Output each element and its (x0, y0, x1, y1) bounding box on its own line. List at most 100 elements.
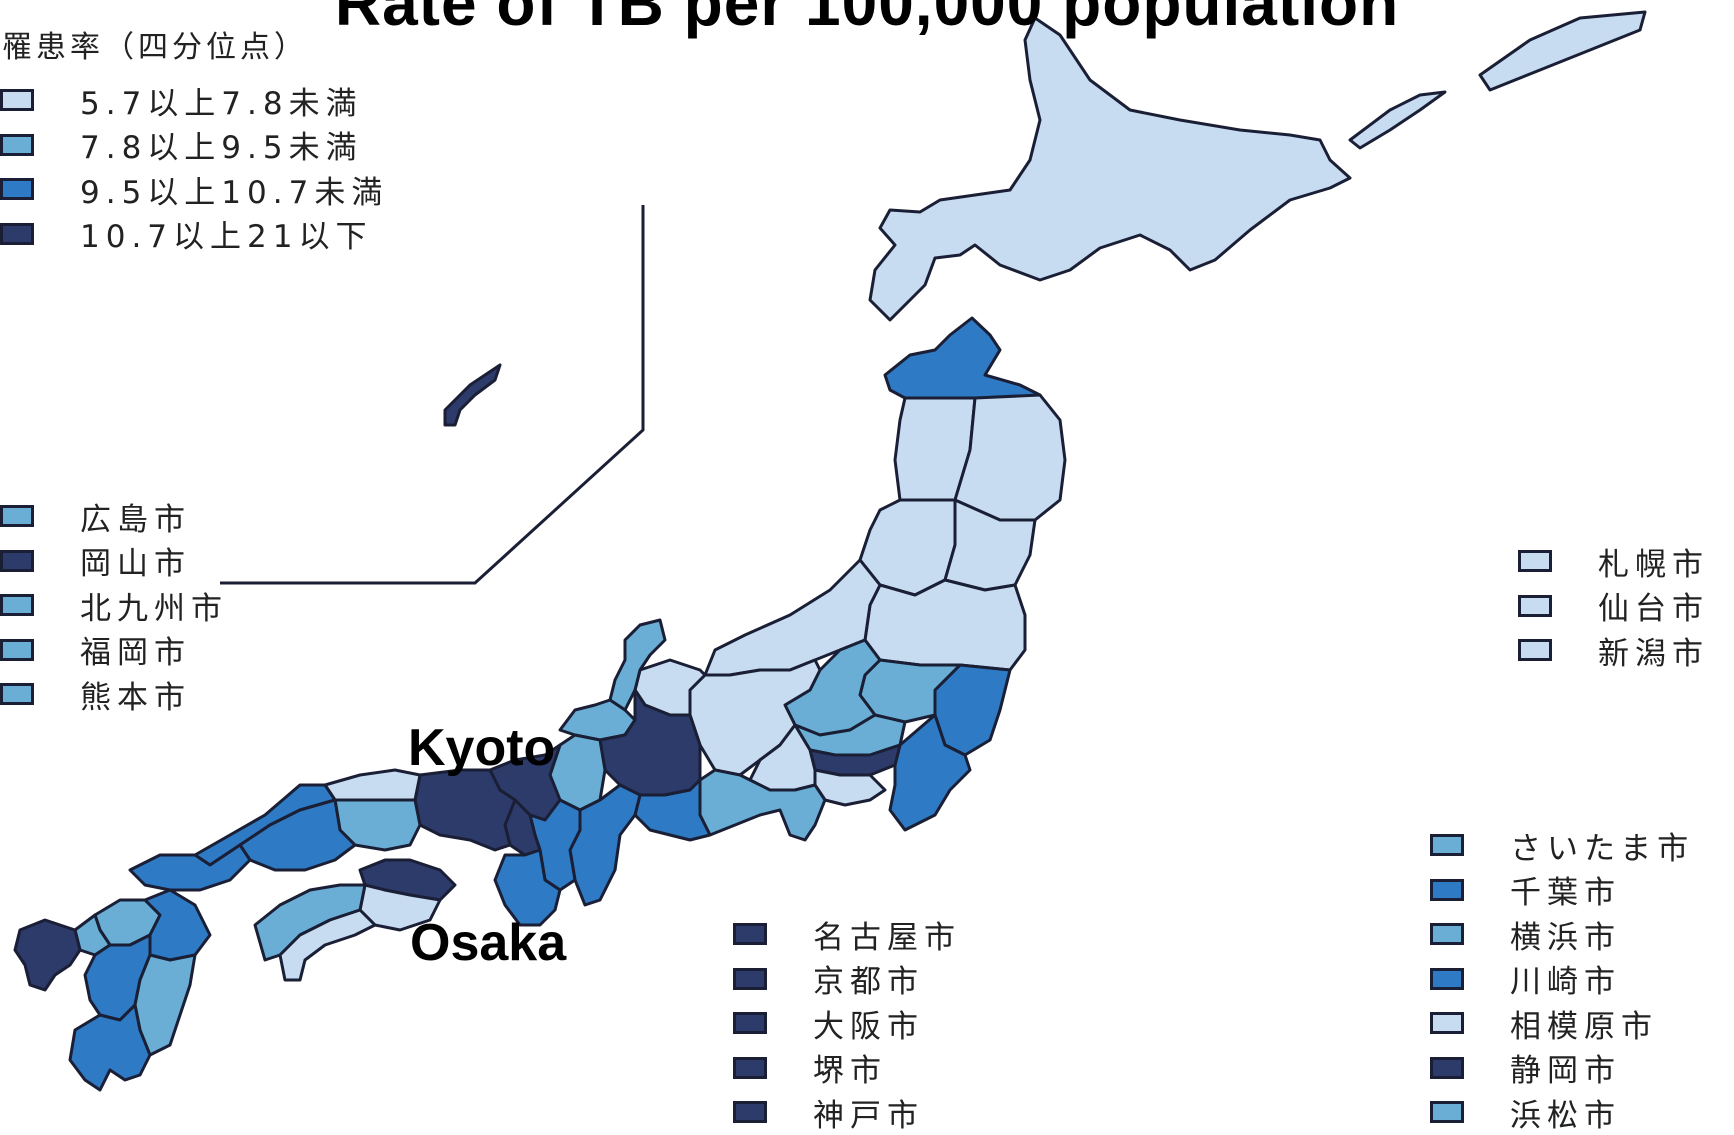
city-list-central: 名古屋市京都市大阪市堺市神戸市 (733, 912, 961, 1135)
city-legend-item: 浜松市 (1430, 1090, 1694, 1135)
legend-label: 新潟市 (1598, 635, 1709, 672)
legend-label: 京都市 (813, 964, 924, 1001)
legend-swatch (733, 1056, 767, 1079)
legend-label: 浜松市 (1510, 1097, 1621, 1134)
region-wakayama (493, 848, 562, 927)
region-yamaguchi (128, 843, 252, 892)
map-title: Rate of TB per 100,000 population (334, 0, 1400, 39)
city-legend-item: 神戸市 (733, 1090, 961, 1135)
region-iwate (953, 393, 1067, 522)
city-legend-item: 岡山市 (0, 539, 228, 584)
legend-class-item: 5.7以上7.8未満 (0, 78, 388, 123)
legend-swatch (1430, 1056, 1464, 1079)
legend-swatch (1430, 1101, 1464, 1124)
city-legend-item: 横浜市 (1430, 912, 1694, 957)
region-shizuoka (698, 768, 827, 842)
legend-swatch (0, 178, 34, 201)
city-list-west: 広島市岡山市北九州市福岡市熊本市 (0, 494, 228, 717)
legend-label: 仙台市 (1598, 591, 1709, 628)
region-miyazaki (133, 953, 197, 1057)
city-legend-item: 福岡市 (0, 628, 228, 673)
legend-label: 静岡市 (1510, 1053, 1621, 1090)
legend-swatch (1518, 594, 1552, 617)
legend-label: 5.7以上7.8未満 (80, 85, 363, 122)
legend: 5.7以上7.8未満 7.8以上9.5未満 9.5以上10.7未満 10.7以上21以… (0, 78, 388, 256)
legend-label: 大阪市 (813, 1008, 924, 1045)
city-legend-item: 静岡市 (1430, 1046, 1694, 1091)
region-aomori (883, 316, 1042, 404)
city-legend-item: 京都市 (733, 957, 961, 1002)
region-ishikawa (608, 618, 667, 712)
kyoto-label: Kyoto (408, 719, 556, 777)
city-legend-item: 札幌市 (1518, 539, 1709, 584)
legend-label: さいたま市 (1510, 830, 1695, 867)
region-hokkaido (868, 16, 1352, 322)
region-chiba (888, 713, 972, 832)
legend-swatch (0, 505, 34, 528)
inset-divider (220, 205, 645, 585)
legend-swatch (0, 549, 34, 572)
region-hokkaido-island-2 (1478, 10, 1647, 92)
legend-swatch (0, 594, 34, 617)
legend-swatch (0, 683, 34, 706)
legend-label: 熊本市 (80, 679, 191, 716)
legend-label: 岡山市 (80, 546, 191, 583)
legend-swatch (1430, 967, 1464, 990)
city-legend-item: 相模原市 (1430, 1001, 1694, 1046)
legend-label: 横浜市 (1510, 919, 1621, 956)
city-legend-item: 名古屋市 (733, 912, 961, 957)
legend-swatch (0, 89, 34, 112)
legend-label: 10.7以上21以下 (80, 219, 373, 256)
legend-swatch (733, 1012, 767, 1035)
region-okinawa (443, 363, 502, 427)
city-legend-item: さいたま市 (1430, 823, 1694, 868)
legend-label: 相模原市 (1510, 1008, 1658, 1045)
legend-swatch (733, 967, 767, 990)
legend-swatch (0, 133, 34, 156)
legend-label: 広島市 (80, 501, 191, 538)
city-list-east: さいたま市千葉市横浜市川崎市相模原市静岡市浜松市 (1430, 823, 1694, 1135)
legend-label: 7.8以上9.5未満 (80, 130, 363, 167)
region-kochi (278, 908, 377, 982)
legend-label: 川崎市 (1510, 964, 1621, 1001)
region-aichi (633, 778, 712, 842)
region-hiroshima (238, 798, 357, 872)
city-legend-item: 大阪市 (733, 1001, 961, 1046)
region-hokkaido-island (1348, 90, 1447, 150)
legend-label: 北九州市 (80, 590, 228, 627)
city-legend-item: 仙台市 (1518, 584, 1709, 629)
legend-label: 千葉市 (1510, 875, 1621, 912)
city-legend-item: 広島市 (0, 494, 228, 539)
legend-label: 福岡市 (80, 635, 191, 672)
city-legend-item: 熊本市 (0, 672, 228, 717)
legend-title: 罹患率（四分位点） (2, 30, 308, 65)
legend-label: 名古屋市 (813, 919, 961, 956)
legend-label: 札幌市 (1598, 546, 1709, 583)
region-tottori (323, 768, 422, 802)
legend-class-item: 9.5以上10.7未満 (0, 167, 388, 212)
legend-swatch (0, 638, 34, 661)
legend-class-item: 10.7以上21以下 (0, 212, 388, 257)
legend-swatch (733, 1101, 767, 1124)
legend-swatch (1518, 550, 1552, 573)
region-kagoshima (68, 1003, 152, 1092)
city-legend-item: 千葉市 (1430, 868, 1694, 913)
osaka-label: Osaka (410, 914, 567, 972)
region-fukushima (863, 578, 1027, 672)
legend-class-item: 7.8以上9.5未満 (0, 123, 388, 168)
legend-swatch (1430, 834, 1464, 857)
legend-swatch (733, 923, 767, 946)
city-legend-item: 北九州市 (0, 583, 228, 628)
city-legend-item: 新潟市 (1518, 628, 1709, 673)
legend-swatch (1430, 878, 1464, 901)
legend-swatch (1518, 639, 1552, 662)
legend-label: 神戸市 (813, 1097, 924, 1134)
city-legend-item: 川崎市 (1430, 957, 1694, 1002)
legend-swatch (1430, 1012, 1464, 1035)
legend-label: 堺市 (813, 1053, 887, 1090)
legend-label: 9.5以上10.7未満 (80, 174, 389, 211)
region-nagasaki (13, 918, 82, 992)
city-legend-item: 堺市 (733, 1046, 961, 1091)
legend-swatch (1430, 923, 1464, 946)
